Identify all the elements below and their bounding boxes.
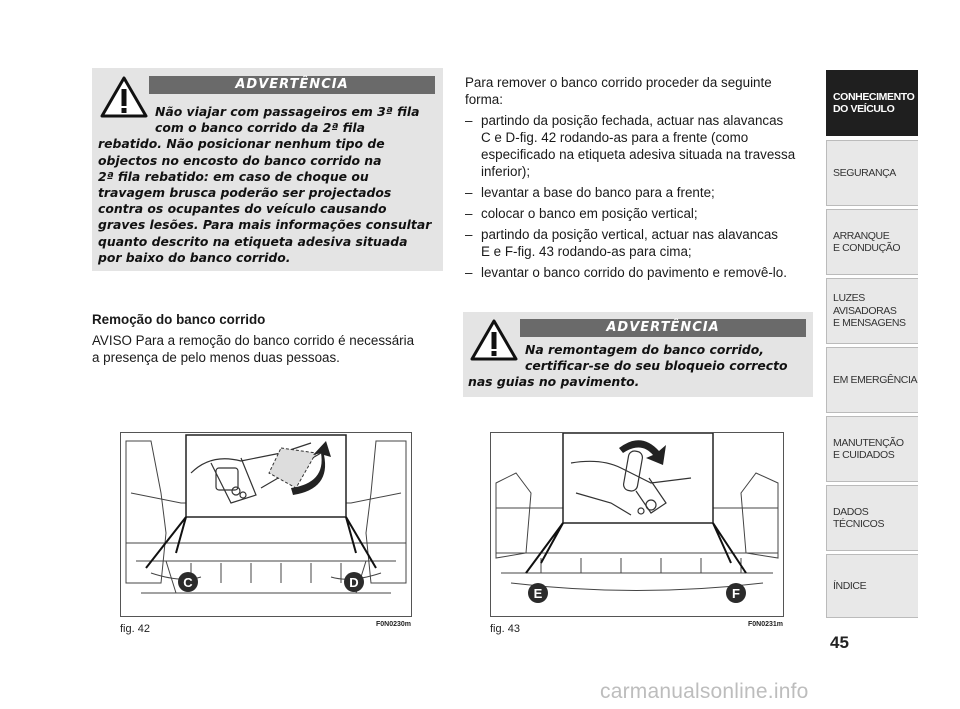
instruction-item: –levantar a base do banco para a frente; [465,185,715,200]
tab-label: E CUIDADOS [833,449,895,461]
svg-text:F: F [732,586,740,601]
svg-text:C: C [183,575,193,590]
tab-label: MANUTENÇÃO [833,436,904,449]
warning-line: 2ª fila rebatido: em caso de choque ou [98,168,369,184]
tab-label: ARRANQUE [833,229,890,242]
section-line: a presença de pelo menos duas pessoas. [92,350,340,365]
seat-illustration: C D [125,434,407,594]
tab-label: ÍNDICE [833,579,867,592]
warning-line: Não viajar com passageiros em 3ª fila [155,104,420,119]
tab-label: SEGURANÇA [833,166,896,179]
instruction-line: levantar a base do banco para a frente; [481,185,715,200]
section-line: AVISO Para a remoção do banco corrido é … [92,333,415,348]
svg-text:E: E [534,586,543,601]
label-f-marker: F [726,583,746,603]
instruction-line: inferior); [481,164,531,179]
warning-box-1: ADVERTÊNCIA Não viajar com passageiros e… [92,68,443,271]
tab-label: DO VEÍCULO [833,103,895,115]
figure-43-code: F0N0231m [748,621,784,628]
tab-label: TÉCNICOS [833,518,885,530]
warning-line: objectos no encosto do banco corrido na [98,152,382,168]
tab-label: LUZES [833,292,865,305]
instruction-item: – partindo da posição vertical, actuar n… [465,227,779,259]
warning-line: contra os ocupantes do veículo causando [98,201,387,217]
tab-label: EM EMERGÊNCIA [833,373,918,386]
warning-title-bar: ADVERTÊNCIA [520,319,806,337]
tab-label: E CONDUÇÃO [833,242,901,254]
instruction-line: C e D-fig. 42 rodando-as para a frente (… [481,130,749,145]
instruction-item: –levantar o banco corrido do pavimento e… [465,265,787,280]
figure-43-caption: fig. 43 [490,623,520,635]
removal-section: Remoção do banco corrido AVISO Para a re… [92,311,444,366]
warning-text: Não viajar com passageiros em 3ª fila co… [98,104,441,266]
warning-line: graves lesões. Para mais informações con… [98,217,432,233]
warning-line: por baixo do banco corrido. [98,249,291,265]
page-number: 45 [830,633,849,652]
instruction-line: colocar o banco em posição vertical; [481,206,698,221]
svg-text:D: D [349,575,358,590]
figure-42-caption: fig. 42 [120,623,150,635]
tab-em-emergencia[interactable]: EM EMERGÊNCIA [826,347,918,413]
figure-43: E F [490,432,784,617]
warning-triangle-icon [100,76,148,118]
seat-illustration: E F [495,432,779,603]
warning-line: quanto descrito na etiqueta adesiva situ… [98,233,408,249]
label-d-marker: D [344,572,364,592]
instruction-line: partindo da posição vertical, actuar nas… [481,227,779,242]
instruction-line: partindo da posição fechada, actuar nas … [481,113,784,128]
tab-label: E MENSAGENS [833,317,906,330]
tab-seguranca[interactable]: SEGURANÇA [826,140,918,206]
tab-label: AVISADORAS [833,304,897,317]
section-title: Remoção do banco corrido [92,312,266,327]
intro-line: forma: [465,92,503,107]
instruction-item: – partindo da posição fechada, actuar na… [465,113,796,179]
warning-line: com o banco corrido da 2ª fila [155,120,365,136]
figure-42: C D [120,432,412,617]
instruction-line: especificado na etiqueta adesiva situada… [481,147,796,162]
warning-line: nas guias no pavimento. [468,374,640,390]
warning-title-bar: ADVERTÊNCIA [149,76,435,94]
instruction-item: –colocar o banco em posição vertical; [465,206,698,221]
instruction-line: E e F-fig. 43 rodando-as para cima; [481,244,692,259]
tab-label: CONHECIMENTO [833,90,915,103]
warning-triangle-icon [470,319,518,361]
tab-indice[interactable]: ÍNDICE [826,554,918,618]
label-e-marker: E [528,583,548,603]
watermark: carmanualsonline.info [600,680,809,703]
intro-line: Para remover o banco corrido proceder da… [465,75,772,90]
warning-text: Na remontagem do banco corrido, certific… [468,342,811,391]
warning-box-2: ADVERTÊNCIA Na remontagem do banco corri… [463,312,813,397]
label-c-marker: C [178,572,198,592]
instructions: Para remover o banco corrido proceder da… [465,74,815,285]
tab-label: DADOS [833,505,869,518]
figure-42-code: F0N0230m [376,621,412,628]
warning-line: travagem brusca poderão ser projectados [98,185,392,201]
warning-line: Na remontagem do banco corrido, [525,342,764,357]
instruction-line: levantar o banco corrido do pavimento e … [481,265,787,280]
warning-line: rebatido. Não posicionar nenhum tipo de [98,136,385,152]
warning-line: certificar-se do seu bloqueio correcto [525,358,788,374]
